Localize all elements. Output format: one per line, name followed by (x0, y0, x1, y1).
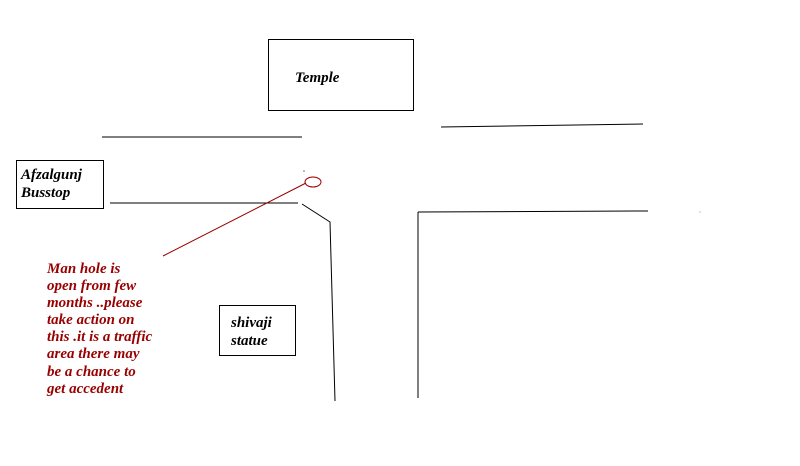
busstop-label-line: Busstop (21, 185, 71, 201)
note-line: Man hole is (47, 261, 121, 277)
manhole-icon (304, 176, 322, 188)
note-line: take action on (47, 312, 135, 329)
dot-mark (303, 170, 305, 172)
road-edge-vertical-left (301, 203, 336, 402)
note-line: months ..please (47, 295, 143, 312)
note-line: open from few (47, 278, 137, 295)
busstop-box: Afzalgunj Busstop (16, 160, 104, 209)
pointer-line (162, 182, 307, 257)
note-line: get accedent (47, 380, 124, 397)
temple-box: Temple (268, 39, 414, 111)
complaint-note: Man hole is open from few months ..pleas… (47, 261, 187, 398)
note-line: be a chance to (47, 363, 136, 380)
busstop-label-line: Afzalgunj (21, 167, 82, 183)
dot-mark (699, 211, 701, 213)
road-edge-top-right (440, 123, 644, 128)
road-edge-middle-right (417, 210, 649, 213)
note-line: area there may (47, 346, 140, 363)
statue-label-line: statue (231, 333, 268, 349)
note-line: this .it is a traffic (47, 329, 153, 346)
statue-box: shivaji statue (219, 305, 296, 356)
statue-label-line: shivaji (231, 315, 272, 331)
temple-label: Temple (295, 70, 340, 86)
